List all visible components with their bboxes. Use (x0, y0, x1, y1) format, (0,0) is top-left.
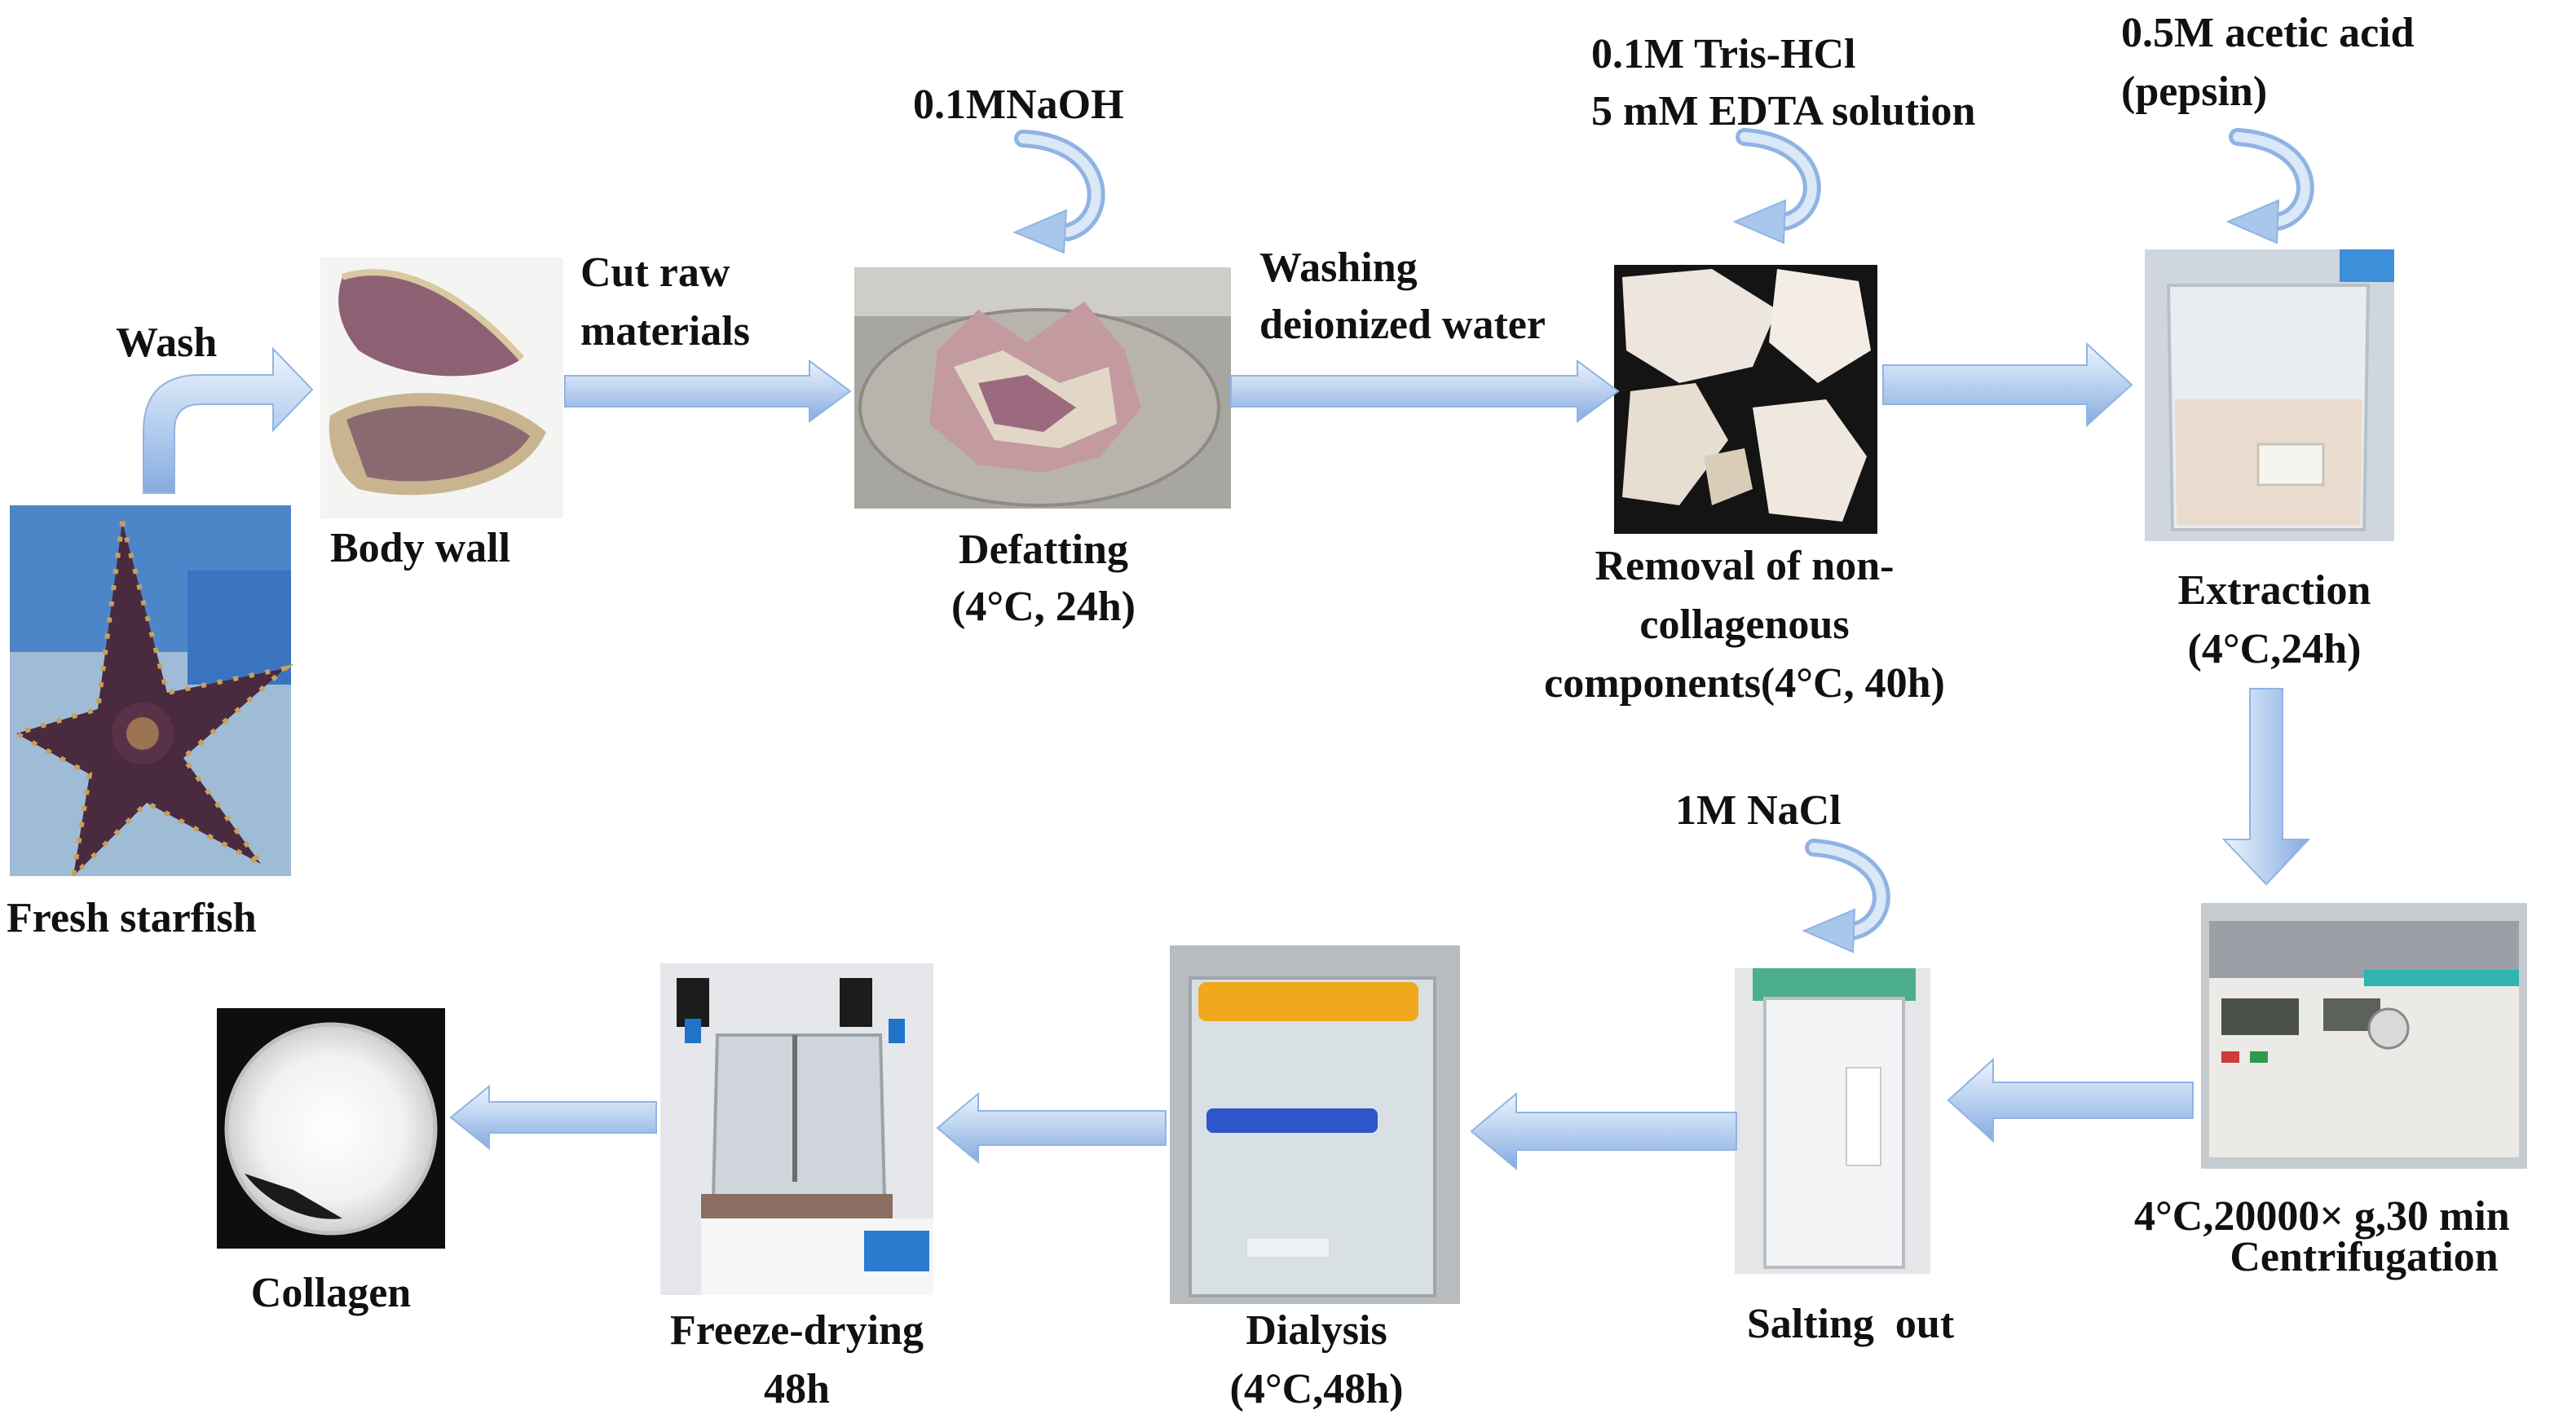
extraction-photo (2145, 249, 2394, 541)
to-collagen-arrow (449, 1084, 657, 1151)
tris-label-line2: 5 mM EDTA solution (1591, 88, 1976, 134)
acetic-label-line1: 0.5M acetic acid (2121, 10, 2415, 56)
dialysis-photo (1170, 945, 1460, 1304)
freeze-drying-time: 48h (764, 1366, 830, 1412)
dialysis-conditions: (4°C,48h) (1229, 1366, 1404, 1412)
acetic-curl-arrow (2225, 128, 2314, 245)
washing-label-line1: Washing (1259, 245, 1418, 291)
removal-label-line2: collagenous (1639, 601, 1850, 648)
wash-arrow (143, 346, 314, 494)
defatting-label: Defatting (959, 526, 1128, 573)
cut-arrow (564, 359, 852, 423)
washing-arrow (1230, 359, 1620, 423)
cut-label-line1: Cut raw (580, 249, 730, 296)
centrifugation-label: Centrifugation (2230, 1234, 2499, 1280)
collagen-label: Collagen (250, 1270, 412, 1316)
centrifugation-conditions: 4°C,20000× g,30 min (2134, 1193, 2510, 1240)
tris-label-line1: 0.1M Tris-HCl (1591, 31, 1856, 77)
naoh-curl-arrow (1012, 130, 1105, 254)
to-salting-arrow (1947, 1057, 2194, 1143)
to-dialysis-arrow (1470, 1091, 1737, 1171)
extraction-label: Extraction (2177, 567, 2371, 614)
extraction-conditions: (4°C,24h) (2187, 626, 2362, 672)
tris-curl-arrow (1732, 128, 1821, 245)
freeze-dryer-photo (660, 963, 933, 1295)
body-wall-label: Body wall (330, 525, 511, 571)
to-centrifuge-arrow (2221, 688, 2311, 886)
removal-label-line3: components(4°C, 40h) (1544, 660, 1945, 707)
salting-out-label: Salting out (1746, 1301, 1955, 1347)
body-wall-photo (320, 258, 563, 518)
acetic-label-line2: (pepsin) (2121, 68, 2268, 115)
defatting-conditions: (4°C, 24h) (951, 584, 1136, 630)
nacl-curl-arrow (1802, 839, 1890, 954)
collagen-photo (217, 1008, 445, 1249)
fresh-starfish-label: Fresh starfish (7, 895, 257, 941)
to-extraction-arrow (1882, 341, 2133, 428)
freeze-drying-label: Freeze-drying (670, 1307, 924, 1354)
removal-photo (1614, 265, 1877, 534)
washing-label-line2: deionized water (1259, 302, 1546, 348)
cut-label-line2: materials (580, 308, 750, 355)
dialysis-label: Dialysis (1246, 1307, 1387, 1354)
salting-out-photo (1735, 968, 1930, 1274)
removal-label-line1: Removal of non- (1595, 543, 1895, 589)
starfish-photo (10, 505, 294, 883)
defatting-photo (854, 267, 1231, 509)
nacl-label: 1M NaCl (1675, 787, 1842, 834)
naoh-label: 0.1MNaOH (913, 82, 1124, 128)
centrifuge-photo (2201, 903, 2527, 1169)
wash-label: Wash (116, 319, 218, 366)
to-freeze-dryer-arrow (936, 1091, 1167, 1165)
